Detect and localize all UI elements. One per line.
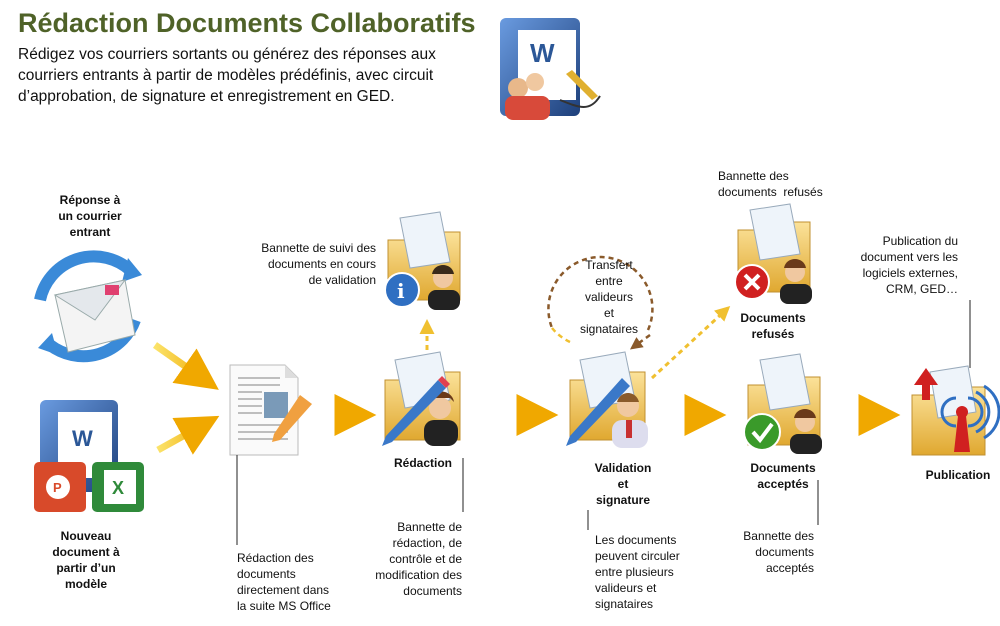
- note-tracking-line1: Bannette de suivi des: [261, 241, 376, 255]
- note-publish-line2: document vers les: [860, 250, 958, 264]
- note-accepted-tray: Bannette des documents acceptés: [716, 528, 814, 576]
- note-redaction-tray-line4: modification des: [375, 568, 462, 582]
- dashed-arrow-to-refused: [650, 305, 731, 380]
- step-refused-line1: Documents: [740, 311, 806, 325]
- svg-text:i: i: [397, 279, 405, 303]
- note-tracking: Bannette de suivi des documents en cours…: [248, 240, 376, 288]
- excel-letter: X: [112, 478, 124, 498]
- note-tracking-line2: documents en cours: [267, 257, 376, 271]
- validation-folder-icon: [566, 351, 648, 448]
- reply-label-line3: entrant: [69, 225, 111, 239]
- flow-arrow-new: [156, 415, 220, 455]
- note-circulate-line3: entre plusieurs: [595, 565, 674, 579]
- note-circulate-line2: peuvent circuler: [595, 549, 680, 563]
- reply-label: Réponse à un courrier entrant: [40, 192, 140, 240]
- step-publication: Publication: [925, 468, 991, 482]
- note-accepted-tray-line3: acceptés: [765, 561, 814, 575]
- note-publish: Publication du document vers les logicie…: [840, 233, 958, 297]
- step-redaction: Rédaction: [393, 456, 452, 470]
- reply-label-line1: Réponse à: [59, 193, 121, 207]
- step-validation-line2: et: [617, 477, 629, 491]
- note-transfer-line4: et: [603, 306, 614, 320]
- publication-icon: [911, 365, 1000, 456]
- note-redaction-tray-line2: rédaction, de: [392, 536, 462, 550]
- note-publish-line3: logiciels externes,: [862, 266, 958, 280]
- reply-envelope-icon: [34, 250, 142, 363]
- note-refused-tray-line1: Bannette des: [718, 169, 789, 183]
- flow-arrow-reply: [152, 342, 219, 390]
- note-office-line1: Rédaction des: [237, 551, 314, 565]
- note-office-line4: la suite MS Office: [237, 599, 331, 613]
- svg-text:W: W: [530, 38, 555, 68]
- page-title: Rédaction Documents Collaboratifs: [18, 8, 476, 38]
- transfer-cycle-arrow-light: [551, 327, 571, 344]
- accepted-tray-icon: [743, 353, 822, 454]
- note-circulate: Les documents peuvent circuler entre plu…: [595, 532, 705, 612]
- step-accepted-line1: Documents: [750, 461, 816, 475]
- new-label-line3: partir d’un: [56, 561, 116, 575]
- new-label-line2: document à: [52, 545, 120, 559]
- note-refused-tray: Bannette des documents refusés: [718, 168, 848, 200]
- note-circulate-line1: Les documents: [595, 533, 677, 547]
- new-document-label: Nouveau document à partir d’un modèle: [36, 528, 136, 592]
- new-label-line4: modèle: [64, 577, 107, 591]
- transfer-cycle-head: [629, 333, 651, 350]
- note-transfer: Transfert entre valideurs et signataires: [565, 257, 653, 337]
- redaction-folder-icon: [382, 351, 461, 446]
- new-label-line1: Nouveau: [60, 529, 112, 543]
- transfer-cycle-arrow-dark: [547, 255, 654, 331]
- note-office: Rédaction des documents directement dans…: [237, 550, 357, 614]
- document-edit-icon: [229, 364, 312, 456]
- note-redaction-tray-line3: contrôle et de: [389, 552, 462, 566]
- note-transfer-line2: entre: [595, 274, 623, 288]
- word-letter: W: [72, 426, 93, 451]
- header-word-icon: W: [500, 18, 601, 120]
- reply-label-line2: un courrier: [58, 209, 122, 223]
- office-suite-icon: W P X: [34, 400, 144, 512]
- step-accepted-line2: acceptés: [757, 477, 809, 491]
- note-publish-line4: CRM, GED…: [886, 282, 958, 296]
- note-transfer-line5: signataires: [579, 322, 639, 336]
- step-accepted: Documents acceptés: [740, 460, 826, 492]
- step-validation: Validation et signature: [580, 460, 666, 508]
- step-validation-line3: signature: [595, 493, 650, 507]
- note-office-line2: documents: [237, 567, 296, 581]
- ppt-letter: P: [53, 480, 62, 495]
- step-refused-line2: refusés: [751, 327, 795, 341]
- page-subtitle: Rédigez vos courriers sortants ou génére…: [18, 46, 436, 105]
- step-refused: Documents refusés: [730, 310, 816, 342]
- refused-tray-icon: [734, 203, 812, 304]
- note-circulate-line4: valideurs et: [595, 581, 657, 595]
- note-redaction-tray-line5: documents: [403, 584, 462, 598]
- note-publish-line1: Publication du: [882, 234, 958, 248]
- note-transfer-line1: Transfert: [585, 258, 633, 272]
- note-tracking-line3: de validation: [308, 273, 376, 287]
- note-redaction-tray-line1: Bannette de: [397, 520, 462, 534]
- note-circulate-line5: signataires: [595, 597, 654, 611]
- note-redaction-tray: Bannette de rédaction, de contrôle et de…: [352, 519, 462, 599]
- callout-lines: [236, 300, 971, 545]
- note-accepted-tray-line2: documents: [755, 545, 814, 559]
- note-office-line3: directement dans: [237, 583, 330, 597]
- step-validation-line1: Validation: [594, 461, 652, 475]
- note-accepted-tray-line1: Bannette des: [743, 529, 814, 543]
- note-transfer-line3: valideurs: [584, 290, 634, 304]
- tracking-tray-icon: i: [384, 211, 461, 310]
- note-refused-tray-line2: documents refusés: [718, 185, 823, 199]
